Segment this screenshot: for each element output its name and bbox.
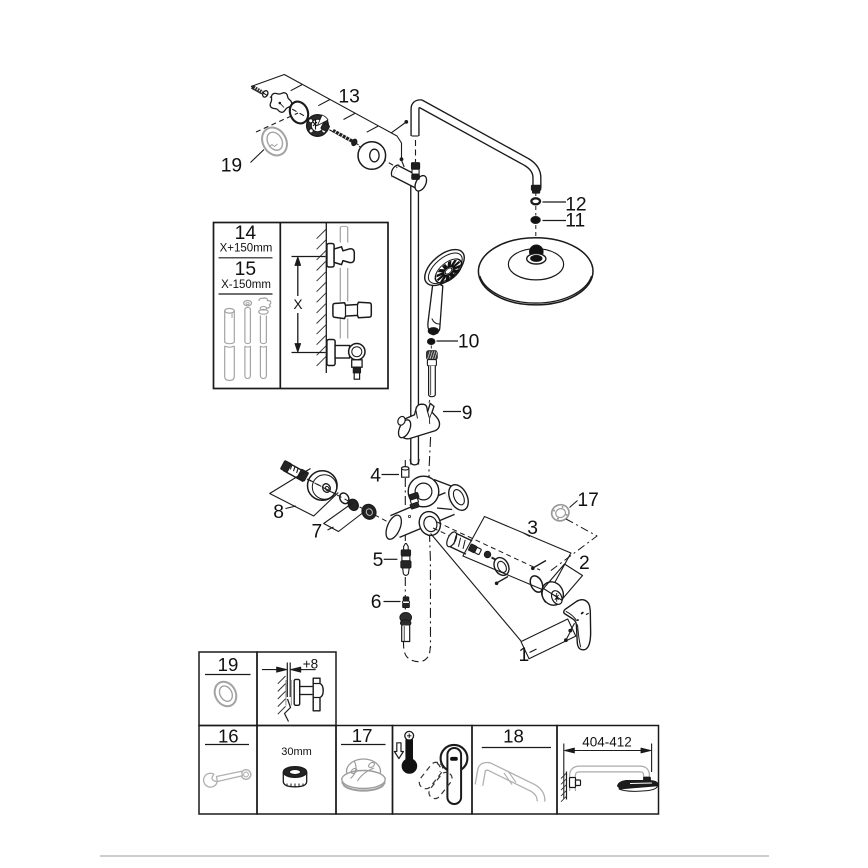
svg-text:3: 3 — [527, 518, 538, 539]
svg-text:13: 13 — [338, 87, 359, 108]
svg-text:18: 18 — [503, 725, 524, 746]
svg-text:+8: +8 — [303, 657, 318, 672]
svg-text:2: 2 — [579, 553, 590, 574]
svg-text:30mm: 30mm — [281, 746, 312, 758]
svg-text:6: 6 — [371, 592, 382, 613]
svg-text:4: 4 — [370, 465, 381, 486]
svg-text:19: 19 — [221, 156, 242, 177]
svg-text:14: 14 — [235, 223, 257, 244]
svg-text:X-150mm: X-150mm — [221, 279, 271, 291]
svg-text:1: 1 — [519, 645, 530, 666]
svg-text:15: 15 — [235, 259, 256, 280]
svg-text:5: 5 — [373, 550, 384, 571]
svg-text:16: 16 — [218, 726, 239, 747]
svg-text:X+150mm: X+150mm — [220, 243, 273, 255]
svg-text:12: 12 — [565, 194, 586, 215]
svg-text:9: 9 — [462, 403, 473, 424]
svg-text:8: 8 — [273, 502, 284, 523]
svg-text:19: 19 — [218, 654, 239, 675]
svg-text:404-412: 404-412 — [582, 735, 632, 750]
svg-text:10: 10 — [458, 331, 479, 352]
svg-text:11: 11 — [565, 210, 585, 231]
svg-text:7: 7 — [312, 522, 323, 543]
svg-text:X: X — [293, 297, 302, 312]
svg-text:17: 17 — [352, 725, 373, 746]
svg-text:17: 17 — [577, 490, 598, 511]
